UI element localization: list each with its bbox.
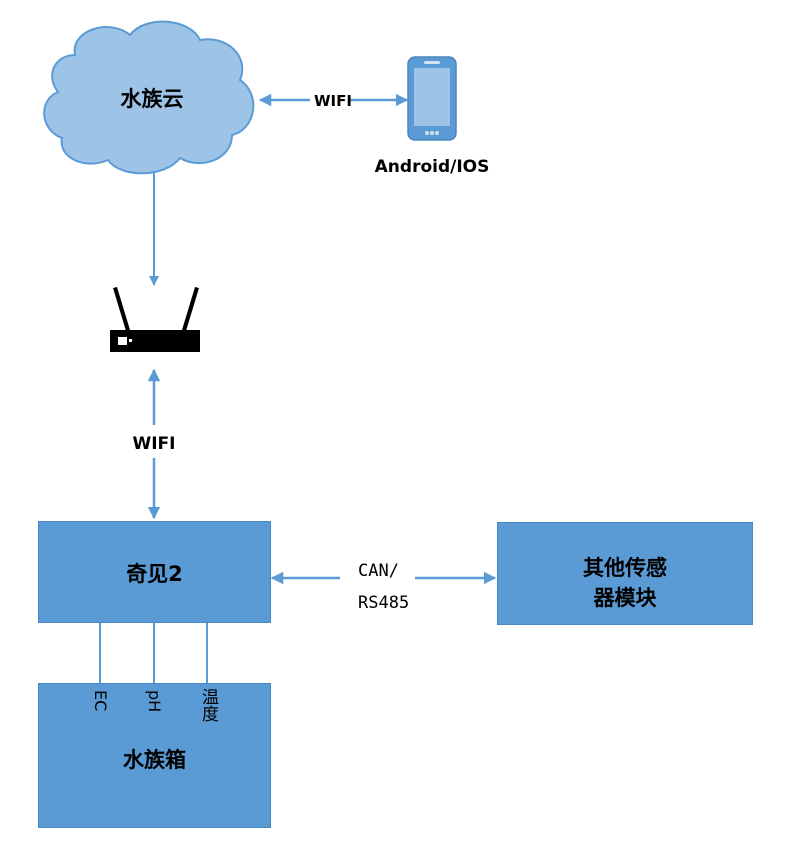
tank-label: 水族箱 [123, 748, 186, 772]
tank-box: 水族箱 [38, 683, 271, 828]
wifi-label-vertical: WIFI [132, 434, 175, 454]
device-label: 奇见2 [126, 562, 183, 586]
bus-label-line2: RS485 [358, 593, 409, 613]
probe-label-ph: pH [145, 690, 164, 713]
sensor-module-label: 其他传感 器模块 [498, 553, 752, 613]
cloud-icon: 水族云 [43, 20, 255, 175]
router-icon [110, 287, 200, 352]
sensor-module-label-line1: 其他传感 [583, 556, 667, 580]
device-box: 奇见2 [38, 521, 271, 623]
probe-label-ec: EC [91, 690, 110, 712]
phone-label: Android/IOS [375, 157, 490, 177]
probe-label-temp: 温度 [198, 688, 218, 722]
sensor-module-label-line2: 器模块 [593, 586, 657, 610]
bus-label-line1: CAN/ [358, 561, 399, 581]
wifi-label-top: WIFI [314, 92, 352, 110]
smartphone-icon [407, 56, 457, 141]
sensor-module-box: 其他传感 器模块 [497, 522, 753, 625]
cloud-label: 水族云 [121, 87, 184, 111]
